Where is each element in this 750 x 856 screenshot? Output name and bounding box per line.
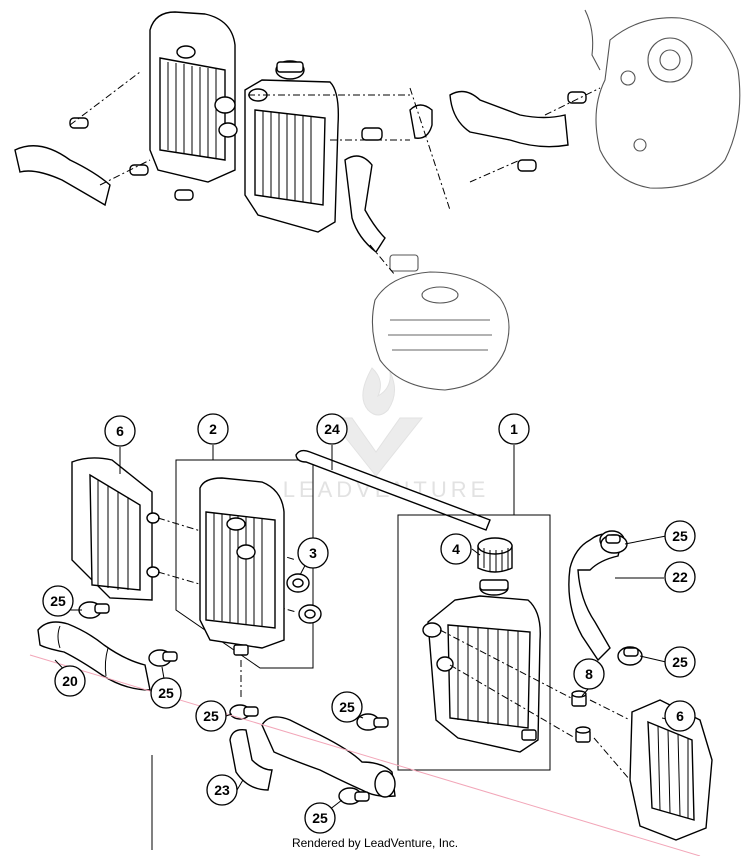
- svg-text:24: 24: [324, 421, 340, 437]
- svg-text:25: 25: [339, 699, 355, 715]
- assembly-frame-1: [397, 514, 551, 771]
- callout-3[interactable]: 3: [297, 537, 329, 569]
- assembly-frame-2: [175, 459, 314, 669]
- svg-text:25: 25: [203, 708, 219, 724]
- watermark-logo: [328, 367, 424, 477]
- clamp-hose-23-bottom: [338, 787, 370, 805]
- grommet-lower: [298, 604, 322, 624]
- callout-25-c[interactable]: 25: [42, 585, 74, 617]
- svg-text:25: 25: [158, 685, 174, 701]
- svg-text:25: 25: [312, 810, 328, 826]
- clamp-hose-22-bottom: [617, 646, 643, 666]
- callout-23[interactable]: 23: [206, 774, 238, 806]
- hose-left: [37, 621, 151, 691]
- overview-cylinder: [371, 254, 510, 391]
- shroud-right: [629, 699, 713, 841]
- callout-4[interactable]: 4: [440, 533, 472, 565]
- overview-assembly: [14, 9, 741, 391]
- callout-24[interactable]: 24: [316, 413, 348, 445]
- radiator-left: [199, 477, 285, 656]
- callout-1[interactable]: 1: [498, 413, 530, 445]
- callout-25-f[interactable]: 25: [331, 691, 363, 723]
- callout-6-right[interactable]: 6: [664, 700, 696, 732]
- hose-lower-center: [229, 716, 396, 798]
- svg-text:8: 8: [585, 666, 593, 682]
- svg-text:25: 25: [672, 654, 688, 670]
- svg-text:6: 6: [676, 708, 684, 724]
- svg-text:20: 20: [62, 673, 78, 689]
- callout-25-b[interactable]: 25: [664, 646, 696, 678]
- callout-25-a[interactable]: 25: [664, 520, 696, 552]
- clamp-hose-20-upper: [78, 601, 110, 619]
- clamp-hose-23-left: [229, 704, 259, 720]
- footer-credit: Rendered by LeadVenture, Inc.: [291, 836, 459, 850]
- svg-text:25: 25: [672, 528, 688, 544]
- svg-text:3: 3: [309, 545, 317, 561]
- callout-25-d[interactable]: 25: [150, 677, 182, 709]
- clamp-hose-23-top: [356, 713, 389, 731]
- screw-upper: [571, 690, 587, 707]
- callout-25-e[interactable]: 25: [195, 700, 227, 732]
- clamp-hose-22-top: [600, 534, 628, 554]
- callout-20[interactable]: 20: [54, 665, 86, 697]
- clamp-hose-20-lower: [148, 649, 178, 667]
- svg-text:1: 1: [510, 421, 518, 437]
- svg-text:23: 23: [214, 782, 230, 798]
- svg-text:25: 25: [50, 593, 66, 609]
- callout-8[interactable]: 8: [573, 658, 605, 690]
- callout-6-left[interactable]: 6: [104, 415, 136, 447]
- overview-engine-case: [584, 9, 741, 189]
- svg-text:4: 4: [452, 541, 460, 557]
- callout-22[interactable]: 22: [664, 561, 696, 593]
- svg-text:6: 6: [116, 423, 124, 439]
- callout-2[interactable]: 2: [197, 413, 229, 445]
- callout-25-g[interactable]: 25: [304, 802, 336, 834]
- overview-left-radiator: [149, 11, 238, 183]
- vent-tube: [295, 449, 491, 531]
- radiator-cap: [477, 537, 513, 573]
- screw-lower: [575, 726, 591, 743]
- reference-line: [29, 654, 701, 856]
- overview-right-radiator: [244, 60, 340, 233]
- grommet-upper: [286, 573, 310, 593]
- radiator-right: [422, 579, 541, 753]
- svg-text:2: 2: [209, 421, 217, 437]
- shroud-left: [71, 457, 160, 601]
- svg-text:22: 22: [672, 569, 688, 585]
